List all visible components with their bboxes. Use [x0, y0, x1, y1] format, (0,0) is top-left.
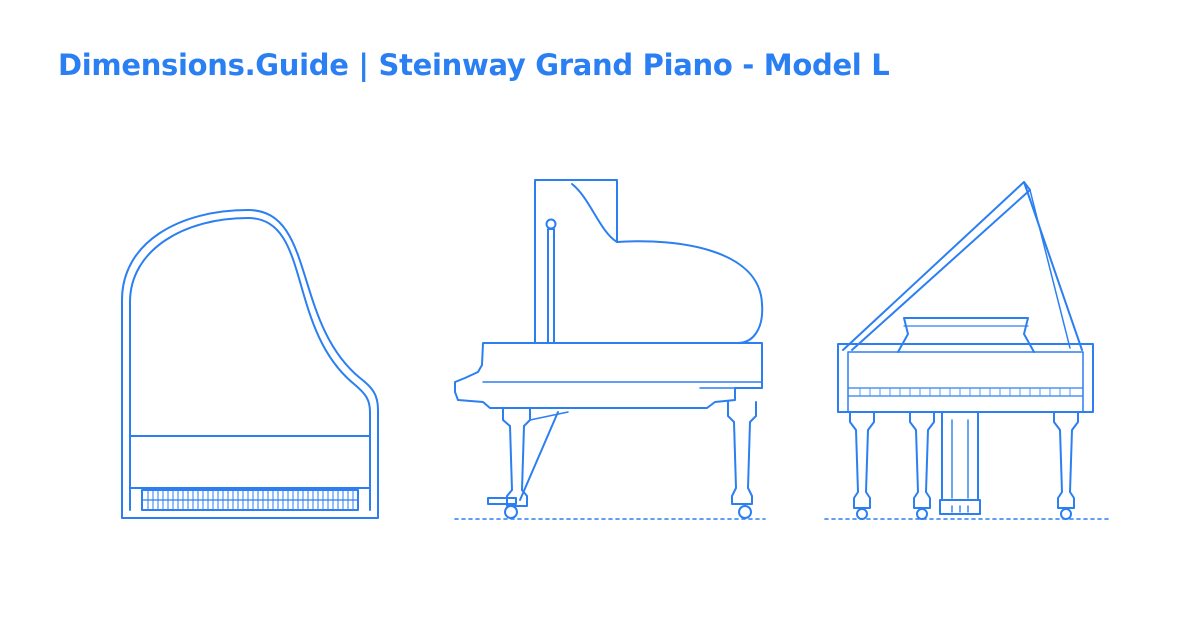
prop-stick-knob: [547, 220, 556, 229]
prop-stick: [548, 229, 554, 343]
piano-side-view: [455, 180, 765, 519]
rear-leg: [728, 402, 756, 504]
rear-caster: [739, 506, 751, 518]
front-lid: [843, 182, 1030, 350]
body: [455, 343, 762, 408]
front-leg-middle: [910, 412, 934, 508]
front-keyboard-pattern: [860, 389, 1070, 395]
case-inner-rim: [130, 218, 370, 510]
keys-pattern: [148, 491, 353, 509]
front-leg-left: [850, 412, 874, 508]
front-caster: [505, 506, 517, 518]
front-lid-back: [1024, 182, 1082, 350]
lyre-rod: [520, 412, 558, 500]
front-leg: [503, 408, 530, 506]
lid-curve: [572, 184, 617, 242]
music-desk: [898, 318, 1034, 352]
lid: [535, 180, 762, 343]
page-title: Dimensions.Guide | Steinway Grand Piano …: [58, 48, 890, 82]
lyre: [942, 412, 978, 500]
case-outline: [122, 210, 378, 518]
front-leg-right: [1054, 412, 1078, 508]
lyre-pedals: [940, 500, 980, 514]
piano-front-view: [825, 182, 1110, 519]
pedal: [488, 498, 516, 504]
front-body: [838, 344, 1093, 412]
piano-top-view: [122, 210, 378, 518]
